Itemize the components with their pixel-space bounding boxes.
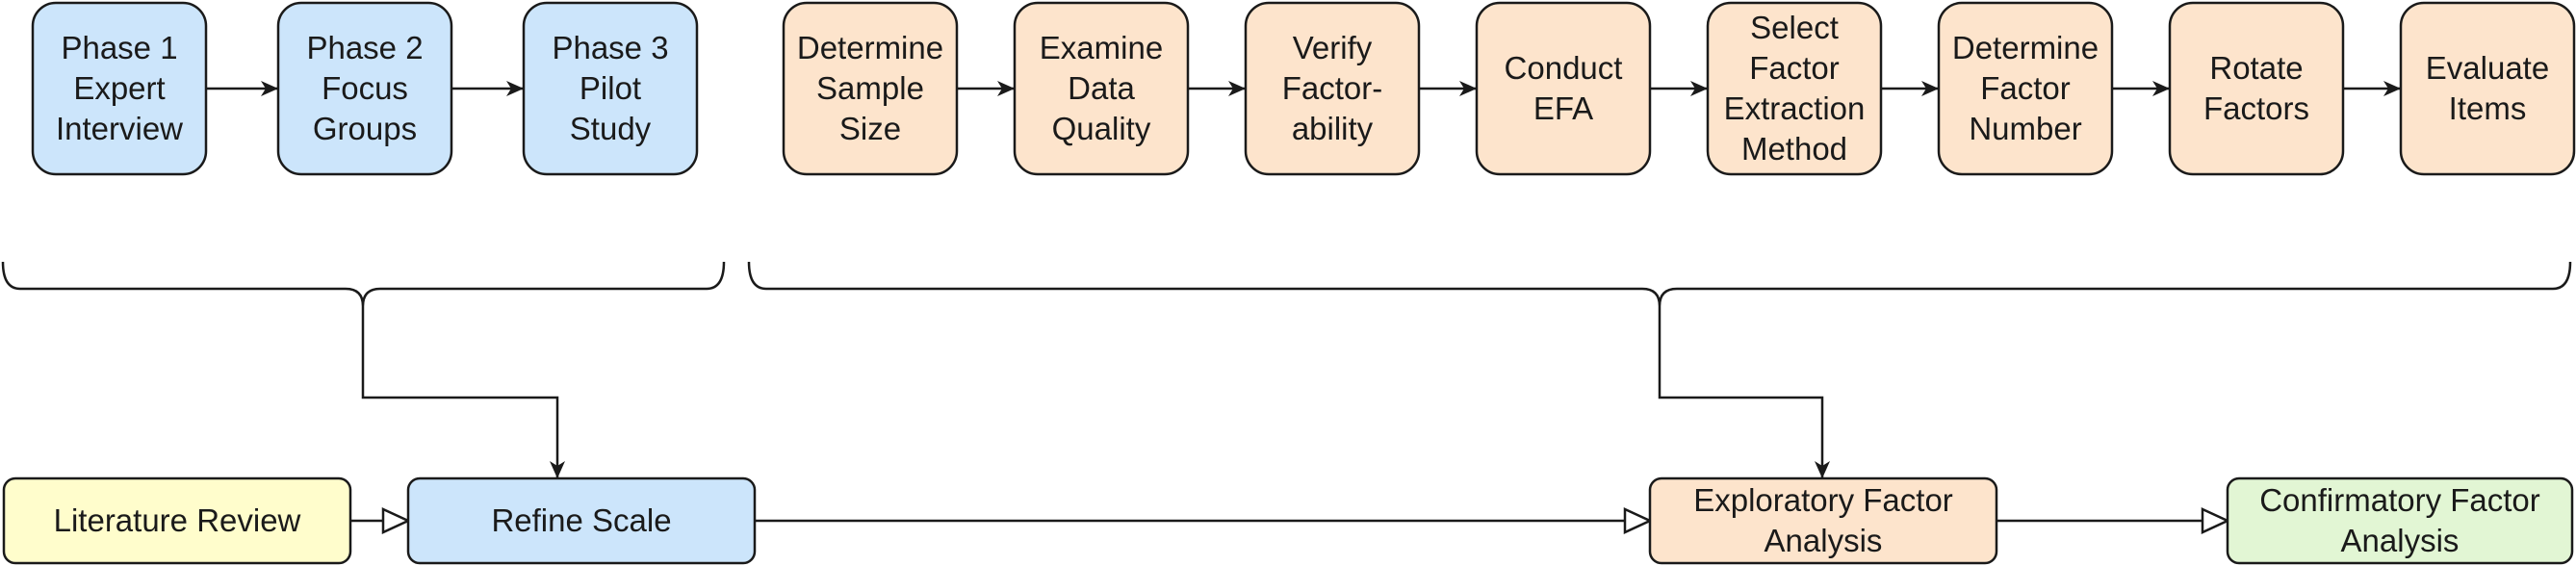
node-box (31, 1, 208, 176)
node-box (2399, 1, 2576, 176)
node-label-line: Factor- (1282, 70, 1383, 106)
node-label-line: Literature Review (54, 502, 301, 538)
node-label-line: Rotate (2209, 50, 2303, 86)
node-box (2226, 476, 2574, 565)
node-refine-scale: Refine Scale (406, 476, 757, 565)
node-label-line: Analysis (1765, 523, 1883, 558)
arrow-connector (361, 306, 565, 478)
arrow-connector (1658, 306, 1830, 478)
node-label-line: Groups (313, 111, 417, 146)
node-label-line: Factor (1980, 70, 2071, 106)
node-box (276, 1, 453, 176)
node-label-line: Method (1741, 131, 1847, 167)
node-label-line: Extraction (1724, 90, 1866, 126)
node-label-line: Phase 2 (306, 30, 423, 65)
node-label-line: Examine (1040, 30, 1163, 65)
node-label-line: Pilot (580, 70, 641, 106)
node-label-line: Data (1068, 70, 1135, 106)
node-label-line: Expert (73, 70, 165, 106)
brace-efa-steps (747, 261, 2572, 307)
node-box (1013, 1, 1190, 176)
node-label-line: Factor (1749, 50, 1840, 86)
node-label-line: Sample (816, 70, 924, 106)
node-label-line: EFA (1533, 90, 1593, 126)
node-label-line: Confirmatory Factor (2259, 482, 2540, 518)
node-box (1706, 1, 1883, 176)
node-label-line: Analysis (2341, 523, 2460, 558)
node-label-line: Items (2449, 90, 2527, 126)
node-label-line: Factors (2203, 90, 2309, 126)
node-label-line: Exploratory Factor (1693, 482, 1953, 518)
node-box (1475, 1, 1652, 176)
node-label-line: Conduct (1505, 50, 1623, 86)
node-label-line: Phase 1 (61, 30, 177, 65)
node-label-line: Number (1969, 111, 2081, 146)
node-label-line: Phase 3 (552, 30, 668, 65)
node-box (1648, 476, 1998, 565)
node-box (2168, 1, 2345, 176)
node-box (522, 1, 699, 176)
node-label-line: Interview (56, 111, 183, 146)
node-label-line: Size (839, 111, 901, 146)
node-label-line: Determine (1952, 30, 2099, 65)
brace-pilot-phases (1, 261, 726, 307)
node-label-line: Study (570, 111, 652, 146)
node-box (2, 476, 352, 565)
node-label-line: Focus (322, 70, 408, 106)
node-label-line: Evaluate (2426, 50, 2549, 86)
node-label-line: ability (1292, 111, 1374, 146)
node-box (782, 1, 959, 176)
node-label-line: Refine Scale (491, 502, 671, 538)
node-label-line: Determine (797, 30, 943, 65)
node-label-line: Select (1750, 10, 1839, 45)
node-box (406, 476, 757, 565)
node-label-line: Verify (1293, 30, 1373, 65)
node-box (1937, 1, 2114, 176)
node-box (1244, 1, 1421, 176)
node-literature-review: Literature Review (2, 476, 352, 565)
node-label-line: Quality (1052, 111, 1151, 146)
